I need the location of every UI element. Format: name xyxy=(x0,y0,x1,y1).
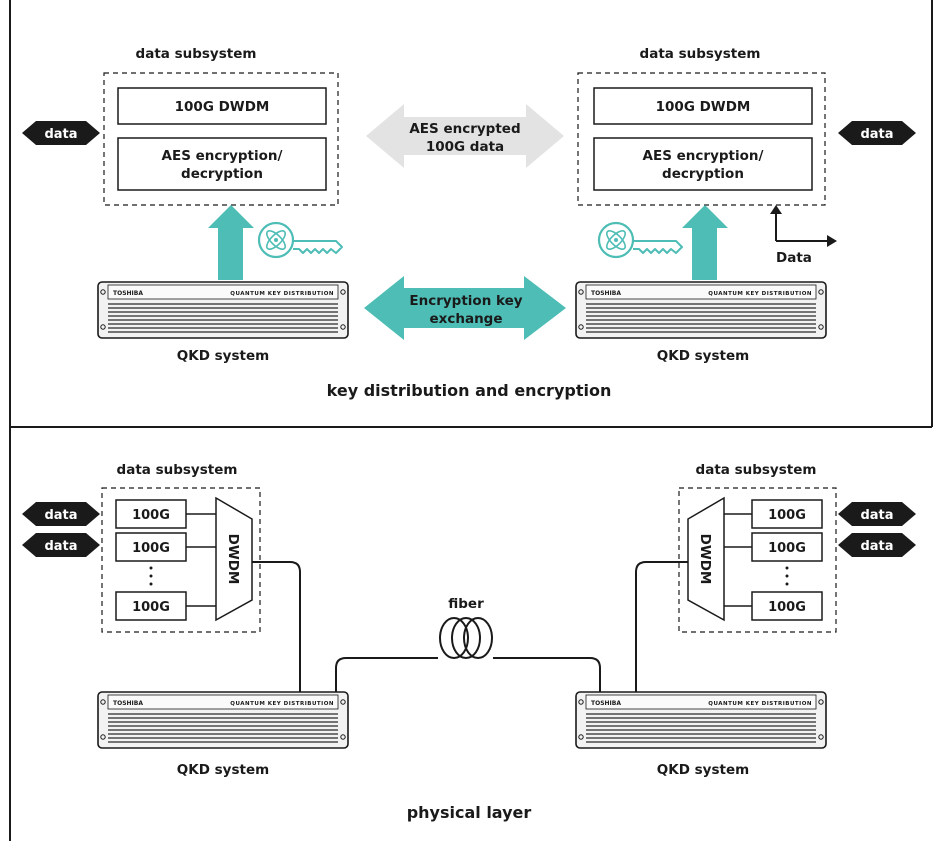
channel-box xyxy=(115,499,187,529)
top-left-subsystem-title: data subsystem xyxy=(136,46,257,62)
bottom-left-subsystem-title: data subsystem xyxy=(117,462,238,478)
device-model-text: QUANTUM KEY DISTRIBUTION xyxy=(230,291,334,297)
bottom-caption: physical layer xyxy=(407,803,532,822)
fiber-cables xyxy=(252,561,688,692)
data-label: data xyxy=(860,127,893,142)
frame xyxy=(9,0,933,841)
bottom-section: data subsystem 100G 100G 100G DWDM data xyxy=(22,462,916,822)
fiber-coil-icon xyxy=(439,617,493,659)
dwdm-mux xyxy=(687,496,725,622)
dwdm-label: 100G DWDM xyxy=(656,99,751,115)
channel-label: 100G xyxy=(768,541,806,556)
top-right-qkd-device: TOSHIBA QUANTUM KEY DISTRIBUTION xyxy=(575,281,827,339)
top-section: data subsystem 100G DWDM AES encryption/… xyxy=(22,46,916,400)
top-right-subsystem: data subsystem 100G DWDM AES encryption/… xyxy=(577,46,826,206)
channel-label: 100G xyxy=(132,508,170,523)
device-brand: TOSHIBA xyxy=(113,290,143,297)
channel-box xyxy=(751,532,823,562)
aes-encrypted-link: AES encrypted 100G data xyxy=(366,104,564,168)
dwdm-label: 100G DWDM xyxy=(175,99,270,115)
right-key-up-arrow xyxy=(682,205,728,280)
channel-label: 100G xyxy=(132,600,170,615)
channel-box xyxy=(751,499,823,529)
data-label: data xyxy=(44,539,77,554)
aes-label-line1: AES encryption/ xyxy=(162,148,283,164)
bottom-left-qkd-label: QKD system xyxy=(177,762,269,778)
bottom-right-subsystem-title: data subsystem xyxy=(696,462,817,478)
top-left-qkd-device: TOSHIBA QUANTUM KEY DISTRIBUTION xyxy=(97,281,349,339)
dwdm-mux xyxy=(215,496,253,622)
device-brand: TOSHIBA xyxy=(113,700,143,707)
dwdm-box xyxy=(117,87,327,125)
bottom-right-qkd-device: TOSHIBA QUANTUM KEY DISTRIBUTION xyxy=(575,691,827,749)
key-link-line1: Encryption key xyxy=(409,293,522,309)
subsystem-border xyxy=(678,487,837,633)
aes-link-line1: AES encrypted xyxy=(409,121,520,137)
device-brand: TOSHIBA xyxy=(591,290,621,297)
key-link-line2: exchange xyxy=(429,311,502,327)
subsystem-border xyxy=(101,487,261,633)
bottom-right-qkd-label: QKD system xyxy=(657,762,749,778)
device-model-text: QUANTUM KEY DISTRIBUTION xyxy=(230,701,334,707)
aes-link-line2: 100G data xyxy=(426,139,504,155)
left-key-up-arrow xyxy=(208,205,254,280)
aes-label-line2: decryption xyxy=(181,166,263,182)
key-exchange-link: Encryption key exchange xyxy=(364,276,566,340)
data-label: data xyxy=(44,508,77,523)
aes-box xyxy=(117,137,327,191)
atom-key-icon xyxy=(257,221,344,259)
channel-label: 100G xyxy=(768,508,806,523)
bottom-left-qkd-device: TOSHIBA QUANTUM KEY DISTRIBUTION xyxy=(97,691,349,749)
top-caption: key distribution and encryption xyxy=(327,381,612,400)
top-left-qkd-label: QKD system xyxy=(177,348,269,364)
channel-box xyxy=(115,532,187,562)
data-label: data xyxy=(44,127,77,142)
channel-label: 100G xyxy=(132,541,170,556)
channel-box xyxy=(751,591,823,621)
bottom-left-data-arrow: data xyxy=(22,533,100,557)
aes-label-line1: AES encryption/ xyxy=(643,148,764,164)
top-right-qkd-label: QKD system xyxy=(657,348,749,364)
bottom-left-data-arrow: data xyxy=(22,502,100,526)
fiber-label: fiber xyxy=(448,596,484,612)
bottom-right-subsystem: data subsystem DWDM 100G 100G 100G xyxy=(678,462,837,633)
device-brand: TOSHIBA xyxy=(591,700,621,707)
bottom-right-data-arrow: data xyxy=(838,502,916,526)
data-label: data xyxy=(860,539,893,554)
mux-label: DWDM xyxy=(225,534,241,585)
device-model-text: QUANTUM KEY DISTRIBUTION xyxy=(708,291,812,297)
bottom-right-data-arrow: data xyxy=(838,533,916,557)
subsystem-border xyxy=(103,72,339,206)
dwdm-box xyxy=(593,87,813,125)
aes-label-line2: decryption xyxy=(662,166,744,182)
channel-box xyxy=(115,591,187,621)
aes-box xyxy=(593,137,813,191)
ellipsis-dots xyxy=(785,566,789,586)
top-left-data-arrow: data xyxy=(22,121,100,145)
top-right-subsystem-title: data subsystem xyxy=(640,46,761,62)
device-model-text: QUANTUM KEY DISTRIBUTION xyxy=(708,701,812,707)
mux-label: DWDM xyxy=(697,534,713,585)
data-axis-indicator: Data xyxy=(770,205,837,266)
channel-label: 100G xyxy=(768,600,806,615)
top-left-subsystem: data subsystem 100G DWDM AES encryption/… xyxy=(103,46,339,206)
ellipsis-dots xyxy=(149,566,153,586)
bottom-left-subsystem: data subsystem 100G 100G 100G DWDM xyxy=(101,462,261,633)
data-axis-label: Data xyxy=(776,250,812,266)
data-label: data xyxy=(860,508,893,523)
atom-key-icon xyxy=(597,221,684,259)
top-right-data-arrow: data xyxy=(838,121,916,145)
